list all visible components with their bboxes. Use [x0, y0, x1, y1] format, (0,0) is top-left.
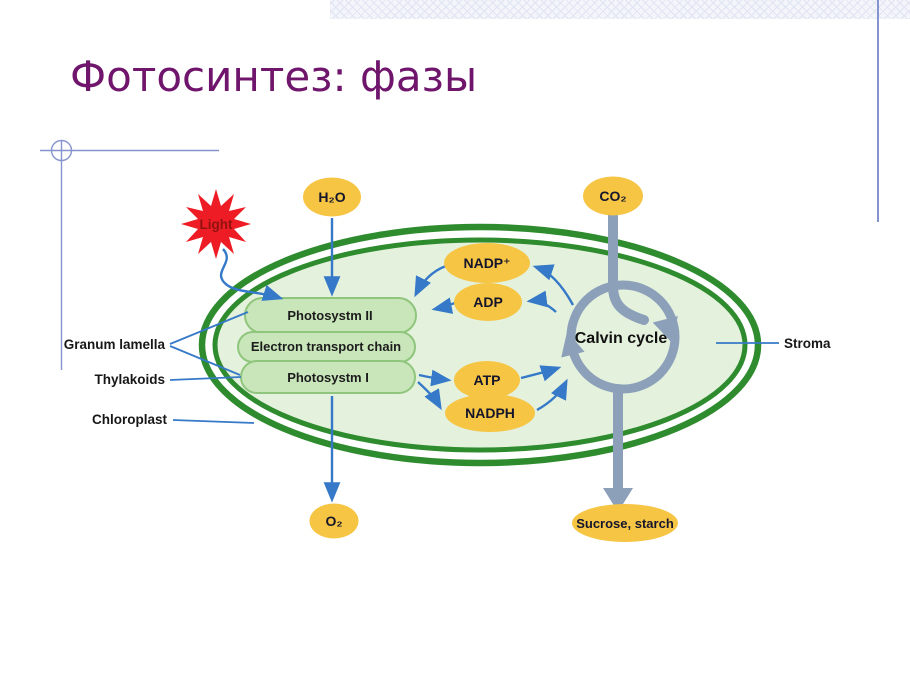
decor-circle: [50, 139, 73, 162]
h2o-node: [303, 177, 361, 217]
atp-node: [454, 361, 520, 399]
chloroplast-label: Chloroplast: [92, 412, 168, 427]
calvin-cycle-clockwise-arrowhead-right: [652, 316, 678, 342]
arrow-photosystem1-to-nadph: [417, 381, 442, 411]
arrow-photosystem1-to-atp: [418, 369, 452, 387]
sucrose-starch-node: [572, 504, 678, 542]
calvin-cycle-label: Calvin cycle: [575, 330, 668, 347]
slide-title: Фотосинтез: фазы: [70, 52, 478, 101]
h2o-label: H₂O: [318, 189, 345, 205]
nadph-label: NADPH: [465, 405, 515, 421]
chloroplast-pointer: [172, 419, 255, 424]
arrow-calvin-to-adp: [526, 290, 557, 313]
nadph-node: [445, 394, 535, 432]
atp-label: ATP: [474, 372, 501, 388]
electron-transport-chain-label: Electron transport chain: [251, 339, 401, 354]
adp-node: [454, 283, 522, 321]
arrow-nadph-to-calvin: [536, 378, 568, 412]
co2-label: CO₂: [599, 188, 626, 204]
sucrose-pipe-arrowhead: [603, 488, 633, 512]
thylakoid-stack: Photosystm II Electron transport chain P…: [237, 297, 417, 394]
light-label: Light: [200, 217, 233, 232]
co2-node: [583, 176, 643, 216]
stroma-label: Stroma: [784, 336, 831, 351]
thylakoids-pointer: [169, 376, 242, 381]
photosystem1-label: Photosystm I: [287, 370, 369, 385]
sucrose-starch-label: Sucrose, starch: [576, 516, 674, 531]
granum-lamella-pointer-upper: [169, 311, 249, 345]
arrow-calvin-to-nadp: [532, 264, 575, 306]
arrow-atp-to-calvin: [520, 365, 562, 382]
molecule-nodes: H₂O CO₂ NADP⁺ ADP ATP NADPH O₂ Sucrose, …: [303, 176, 678, 542]
arrow-adp-to-photosystem2: [431, 297, 456, 314]
light-star: [181, 189, 251, 259]
granum-lamella-pointer-lower: [169, 345, 241, 376]
arrow-light-to-photosystem2: [219, 248, 284, 301]
o2-label: O₂: [325, 513, 342, 529]
o2-node: [309, 503, 359, 539]
nadp-label: NADP⁺: [463, 255, 510, 271]
co2-to-calvin-pipe: [608, 208, 649, 325]
photosystem2-label: Photosystm II: [287, 308, 372, 323]
thylakoids-label: Thylakoids: [94, 372, 165, 387]
nadp-node: [444, 243, 530, 283]
calvin-cycle-clockwise-arrowhead-left: [561, 331, 585, 358]
adp-label: ADP: [473, 294, 503, 310]
decor-pattern-band: [330, 0, 910, 19]
granum-lamella-label: Granum lamella: [64, 337, 166, 352]
arrow-nadp-to-photosystem2: [414, 264, 447, 298]
